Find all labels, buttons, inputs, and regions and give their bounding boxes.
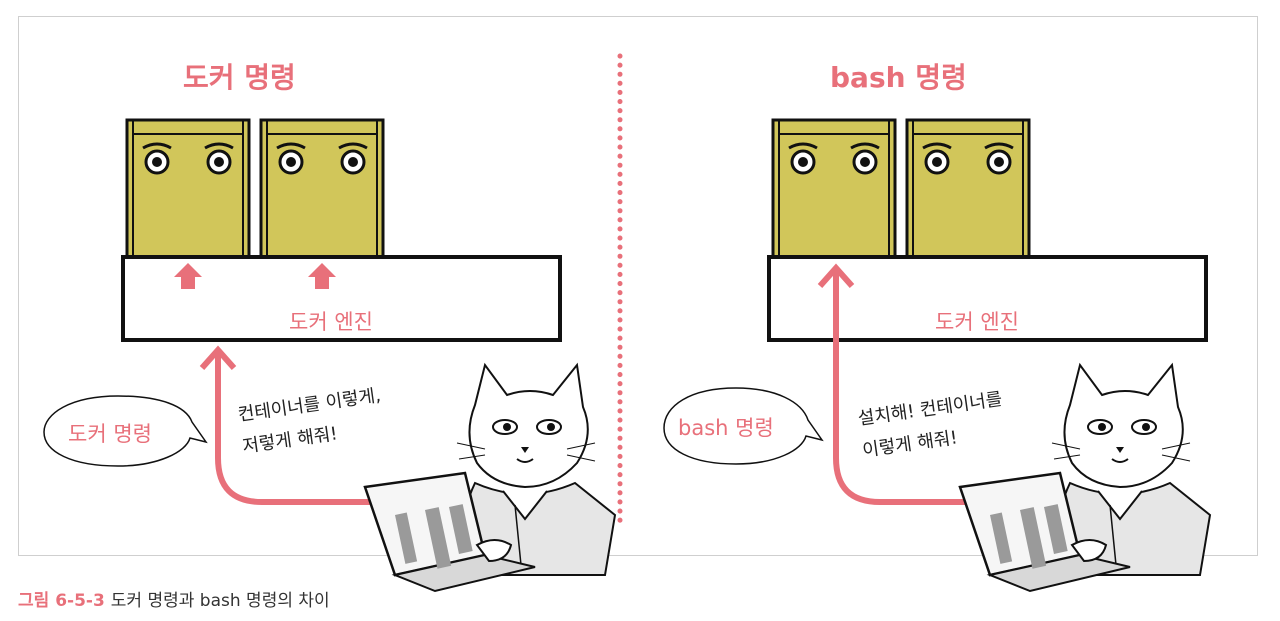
right-container-1 [771,118,897,259]
right-panel-title: bash 명령 [830,61,967,94]
left-cat-illustration [363,363,617,593]
left-panel-title: 도커 명령 [183,61,296,94]
right-speech-bubble [663,387,824,465]
left-docker-engine-box [121,255,562,342]
right-bubble-label: bash 명령 [678,416,774,440]
left-engine-label: 도커 엔진 [289,310,373,334]
left-bubble-label: 도커 명령 [68,422,152,446]
left-command-arrow [215,352,372,505]
left-speech-bubble [43,395,208,467]
left-container-1 [125,118,251,259]
figure-frame [18,16,1258,556]
right-container-2 [905,118,1031,259]
right-command-arrow [833,270,965,505]
figure-caption-text: 도커 명령과 bash 명령의 차이 [110,591,330,611]
left-container-2 [259,118,385,259]
figure-number: 그림 6-5-3 [18,591,105,611]
right-engine-label: 도커 엔진 [935,310,1019,334]
left-engine-up-arrow-2 [308,263,336,289]
left-engine-up-arrow-1 [174,263,202,289]
